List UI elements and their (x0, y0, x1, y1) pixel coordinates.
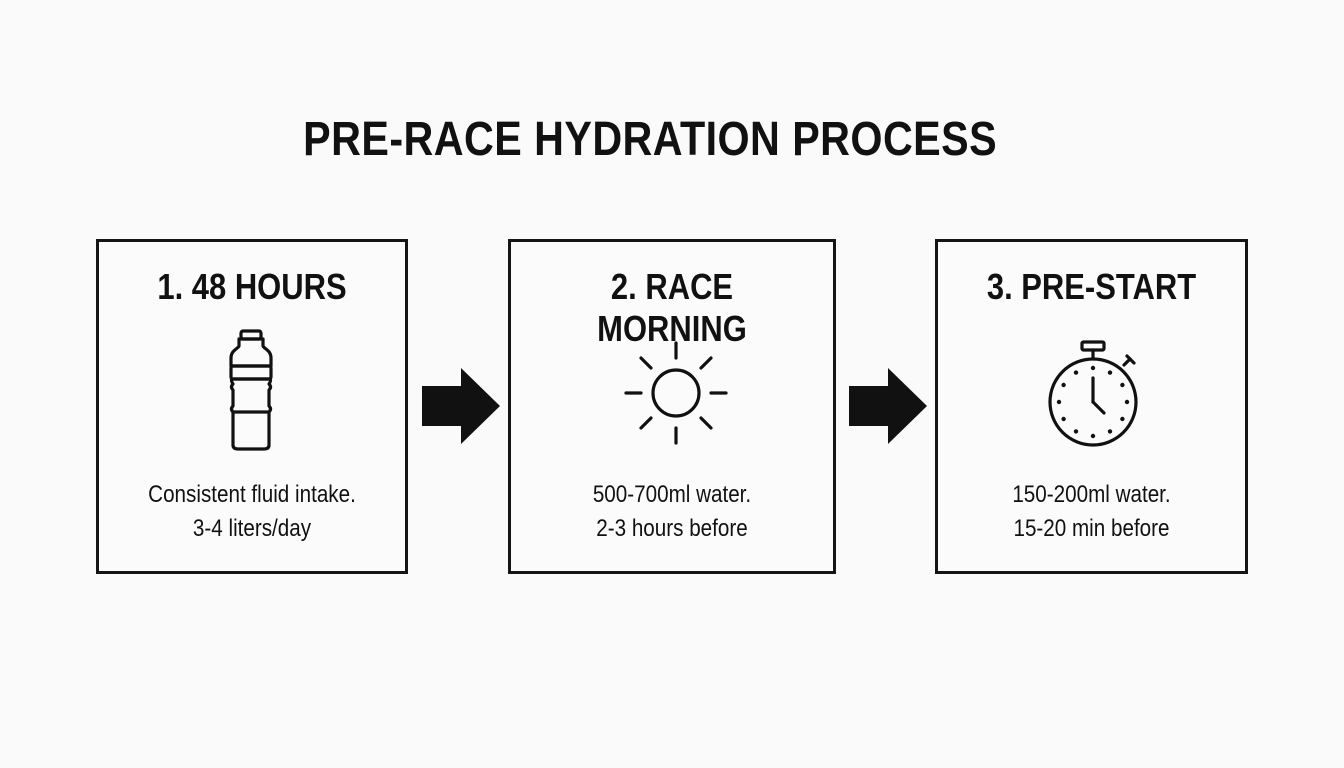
right-arrow-icon (849, 368, 927, 444)
step-description: 150-200ml water. 15-20 min before (959, 478, 1223, 546)
step-box-48-hours: 1. 48 HOURS Consistent fluid intake. 3-4… (96, 239, 408, 574)
step-description: 500-700ml water. 2-3 hours before (534, 478, 811, 546)
step-box-race-morning: 2. RACE MORNING 500-700ml water. 2-3 hou… (508, 239, 836, 574)
step-desc-line: 150-200ml water. (1012, 481, 1171, 508)
step-desc-line: Consistent fluid intake. (148, 481, 356, 508)
stopwatch-icon (1048, 340, 1138, 447)
right-arrow-icon (422, 368, 500, 444)
step-desc-line: 15-20 min before (1013, 515, 1170, 542)
water-bottle-icon (229, 329, 273, 451)
step-title: 3. PRE-START (986, 266, 1197, 307)
step-desc-line: 3-4 liters/day (192, 515, 312, 542)
sun-icon (624, 341, 728, 445)
step-title: 2. RACE MORNING (597, 266, 747, 349)
step-desc-line: 500-700ml water. (592, 481, 752, 508)
diagram-title: PRE-RACE HYDRATION PROCESS (303, 113, 998, 166)
step-description: Consistent fluid intake. 3-4 liters/day (120, 478, 383, 546)
step-box-pre-start: 3. PRE-START 150-200ml water. (935, 239, 1248, 574)
step-title: 1. 48 HOURS (157, 266, 347, 307)
step-desc-line: 2-3 hours before (596, 515, 748, 542)
